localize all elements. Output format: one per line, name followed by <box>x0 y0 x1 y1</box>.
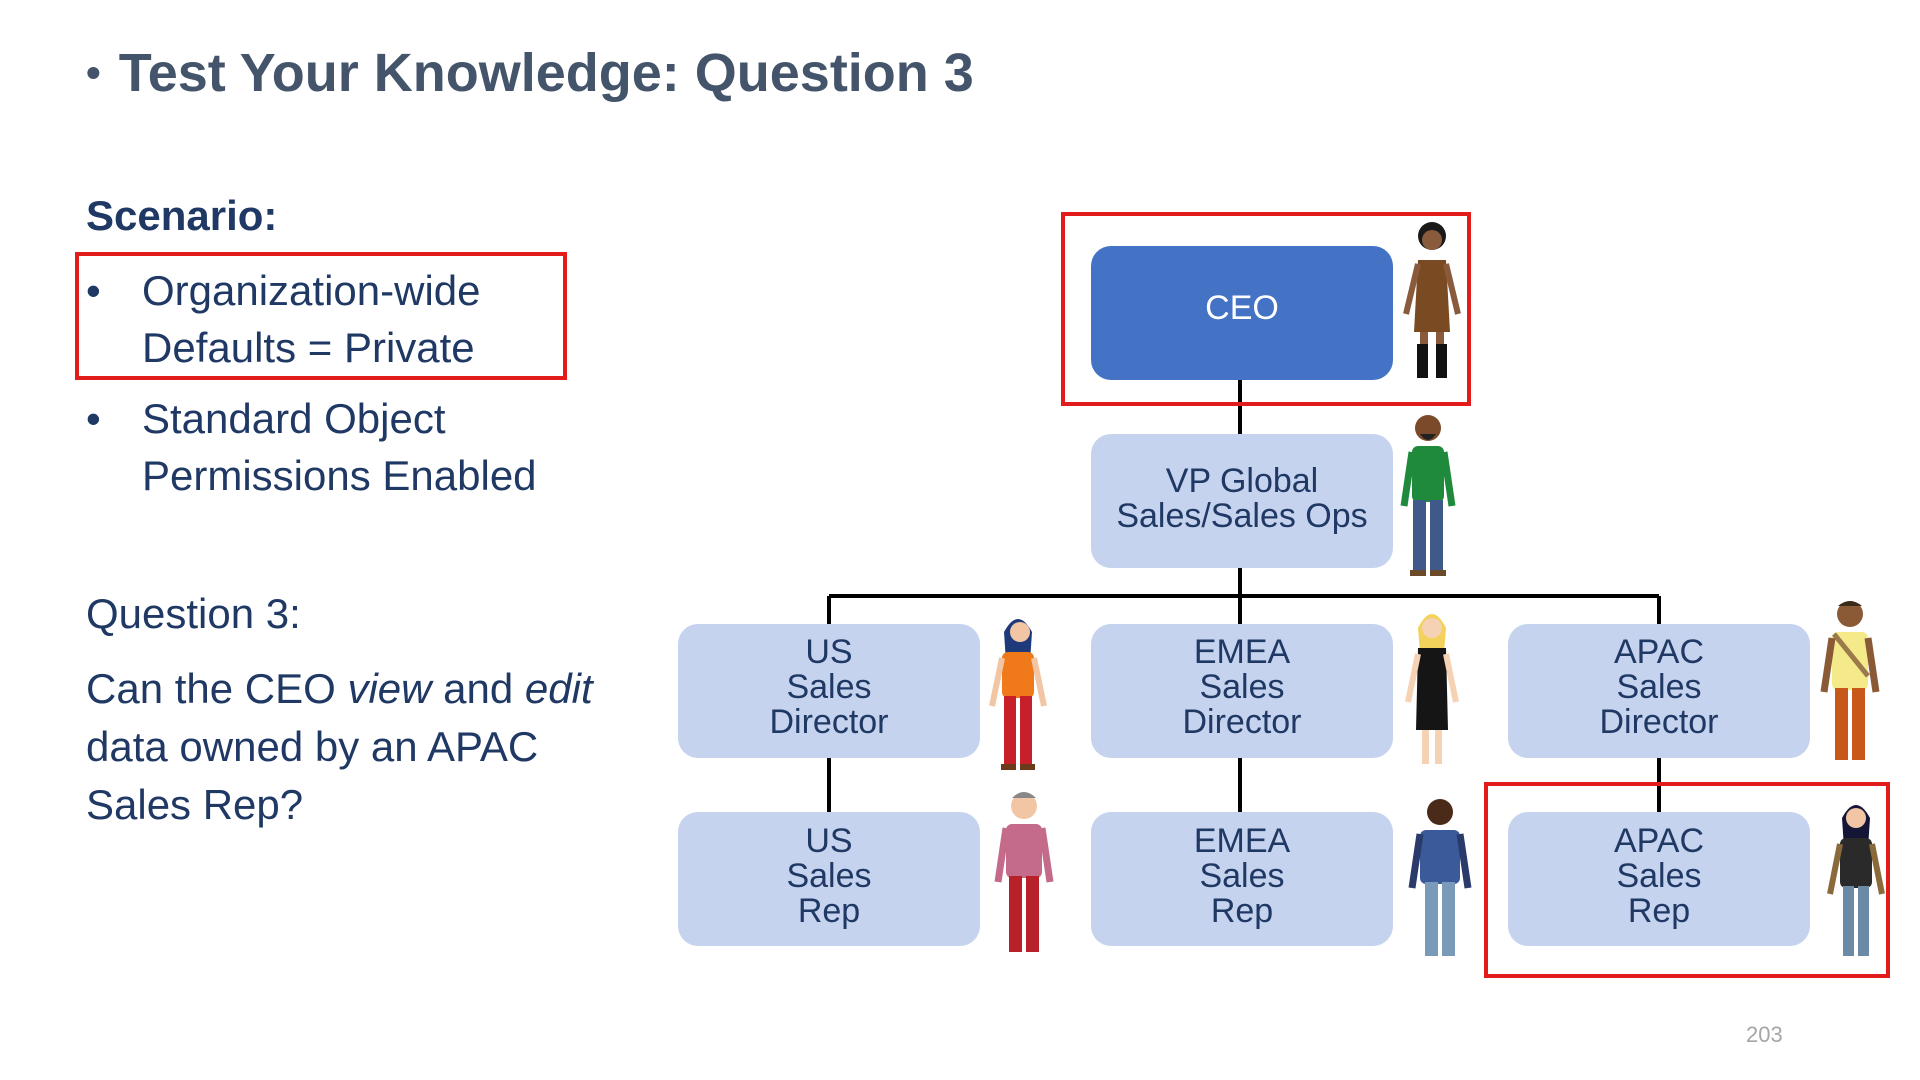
question-edit-emphasis: edit <box>524 665 593 712</box>
emea-director-label-line: EMEA <box>1194 633 1291 671</box>
bullet-line: Defaults = Private <box>142 324 475 371</box>
us-rep-person-icon <box>994 792 1054 952</box>
ceo-person-icon <box>1403 222 1461 378</box>
scenario-bullet-permissions: • Standard Object Permissions Enabled <box>86 390 537 504</box>
emea-director-label-line: Director <box>1182 703 1301 741</box>
emea-rep-label-line: Rep <box>1211 892 1273 930</box>
org-chart-connectors <box>827 380 1661 812</box>
scenario-bullet-owd: • Organization-wide Defaults = Private <box>86 262 481 376</box>
apac-rep-highlight-box <box>1484 782 1890 978</box>
ceo-highlight-box <box>1061 212 1471 406</box>
apac-director-label-line: APAC <box>1614 633 1704 671</box>
apac-rep-label-line: Sales <box>1616 857 1701 895</box>
us-director-box <box>678 624 980 758</box>
us-rep-label-line: US <box>805 822 852 860</box>
apac-rep-person-icon <box>1827 805 1885 956</box>
apac-rep-label-line: Rep <box>1628 892 1690 930</box>
question-view-emphasis: view <box>347 665 432 712</box>
emea-rep-label-line: EMEA <box>1194 822 1291 860</box>
us-director-person-icon <box>989 619 1047 770</box>
emea-rep-box <box>1091 812 1393 946</box>
emea-director-person-icon <box>1405 614 1459 764</box>
question-part: and <box>431 665 525 712</box>
emea-director-box <box>1091 624 1393 758</box>
scenario-label: Scenario: <box>86 192 278 239</box>
us-director-label-line: US <box>805 633 852 671</box>
title-text: Test Your Knowledge: Question 3 <box>118 43 974 103</box>
us-director-label-line: Sales <box>786 668 871 706</box>
apac-director-label-line: Sales <box>1616 668 1701 706</box>
bullet-line: Organization-wide <box>142 267 481 314</box>
vp-box <box>1091 434 1393 568</box>
bullet-line: Standard Object <box>142 395 446 442</box>
bullet-marker: • <box>86 267 101 314</box>
apac-rep-box <box>1508 812 1810 946</box>
emea-rep-label-line: Sales <box>1199 857 1284 895</box>
ceo-label: CEO <box>1205 289 1279 327</box>
question-part: data owned by an APAC Sales Rep? <box>86 723 539 828</box>
emea-director-label-line: Sales <box>1199 668 1284 706</box>
vp-person-icon <box>1400 415 1456 576</box>
bullet-line: Permissions Enabled <box>142 452 537 499</box>
us-director-label-line: Director <box>769 703 888 741</box>
apac-director-label-line: Director <box>1599 703 1718 741</box>
us-rep-box <box>678 812 980 946</box>
apac-director-person-icon <box>1820 601 1880 760</box>
emea-rep-person-icon <box>1408 799 1472 956</box>
apac-director-box <box>1508 624 1810 758</box>
question-label: Question 3: <box>86 590 301 637</box>
question-text: Can the CEO view and edit data owned by … <box>86 660 646 834</box>
ceo-box <box>1091 246 1393 380</box>
us-rep-label-line: Rep <box>798 892 860 930</box>
title-bullet: • <box>86 49 101 96</box>
apac-rep-label-line: APAC <box>1614 822 1704 860</box>
vp-label-line: Sales/Sales Ops <box>1116 497 1367 535</box>
bullet-marker: • <box>86 395 101 442</box>
us-rep-label-line: Sales <box>786 857 871 895</box>
question-part: Can the CEO <box>86 665 348 712</box>
slide-title: • Test Your Knowledge: Question 3 <box>86 42 974 104</box>
owd-highlight-box <box>75 252 567 380</box>
vp-label-line: VP Global <box>1166 462 1318 500</box>
page-number: 203 <box>1746 1022 1783 1047</box>
